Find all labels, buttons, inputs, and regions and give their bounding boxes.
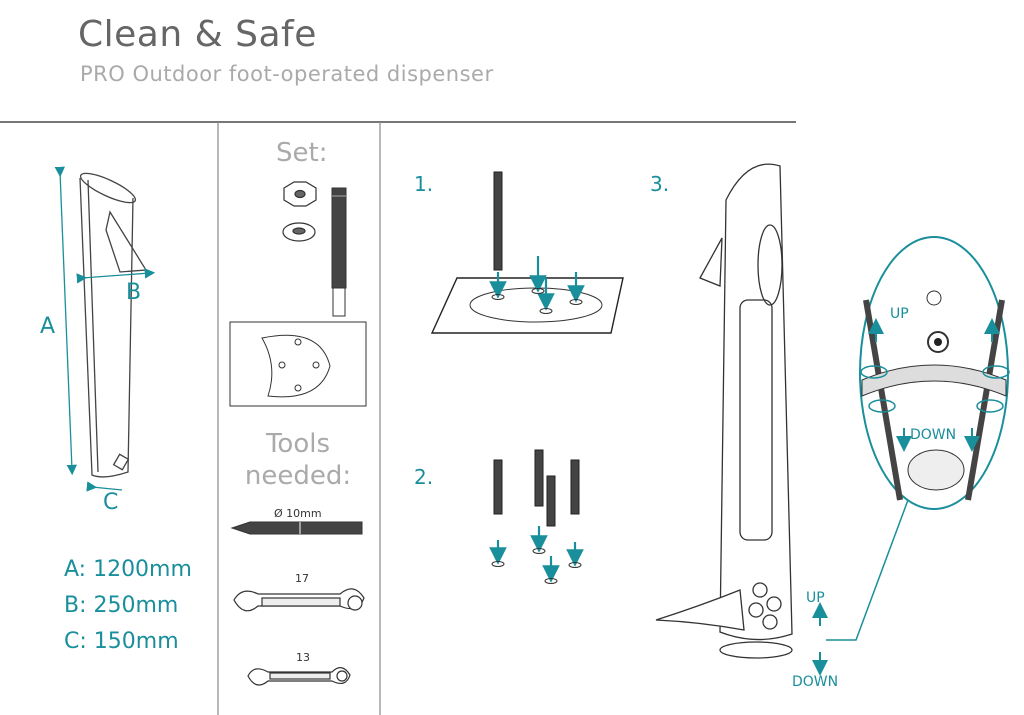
wrench-17-icon [233, 588, 365, 612]
tools-heading-line1: Tools [265, 429, 331, 459]
washer-icon [282, 222, 316, 242]
inset-down-label: DOWN [910, 427, 957, 443]
nut-icon [283, 181, 317, 207]
dispenser-outline [79, 172, 148, 478]
step-2-number: 2. [414, 465, 434, 489]
threaded-rod-icon [331, 187, 347, 317]
page-subtitle: PRO Outdoor foot-operated dispenser [80, 62, 494, 86]
wrench-13-label: 13 [296, 651, 310, 664]
detail-inset [859, 236, 1010, 510]
label-b: B [126, 280, 142, 305]
label-c: C [103, 490, 119, 515]
page-title: Clean & Safe [78, 14, 317, 55]
tools-heading: Tools needed: [238, 428, 358, 492]
wrench-17-label: 17 [295, 572, 309, 585]
step2-rods-illustration [489, 449, 584, 584]
callout-leader [826, 499, 909, 641]
dimension-c-line [86, 481, 123, 492]
step3-dispenser [655, 163, 793, 659]
spec-a: A: 1200mm [64, 557, 192, 582]
label-a: A [40, 314, 56, 339]
step-1-number: 1. [414, 172, 434, 196]
main-up-label: UP [806, 590, 825, 606]
step-3-number: 3. [650, 172, 670, 196]
spec-b: B: 250mm [64, 593, 179, 618]
dimension-a-line [54, 166, 77, 476]
spec-c: C: 150mm [64, 629, 179, 654]
drilling-template [229, 321, 367, 407]
drill-bit-icon [230, 521, 363, 535]
drill-size-label: Ø 10mm [274, 507, 322, 520]
dimension-b-line [76, 268, 156, 284]
set-heading: Set: [276, 138, 328, 168]
main-down-label: DOWN [792, 674, 839, 690]
wrench-13-icon [247, 667, 351, 686]
tools-heading-line2: needed: [244, 461, 352, 491]
step1-drill-illustration [430, 171, 624, 334]
inset-up-label: UP [890, 306, 909, 322]
